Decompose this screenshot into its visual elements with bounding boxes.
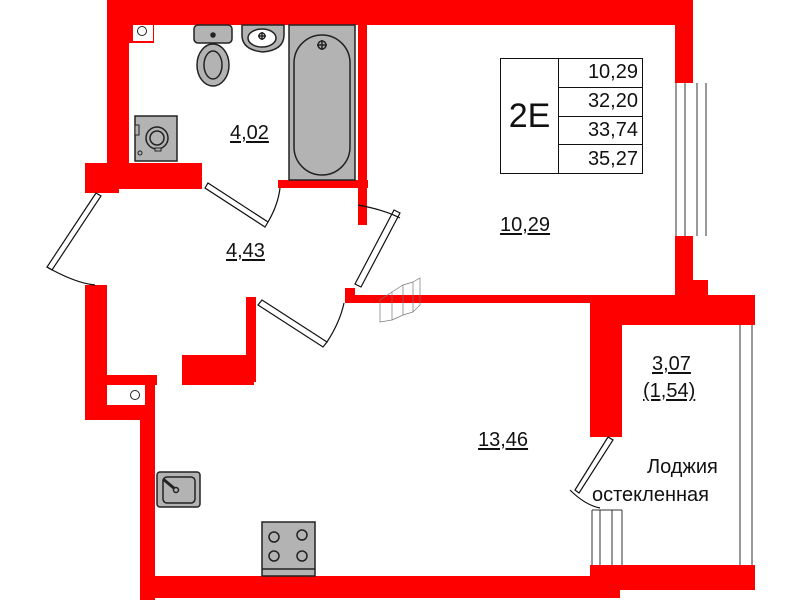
summary-value: 10,29 [559, 59, 642, 88]
summary-value: 33,74 [559, 117, 642, 146]
room-area-kitchen-living: 13,46 [478, 429, 529, 451]
room-area-bathroom: 4,02 [230, 122, 269, 144]
radiator [379, 277, 421, 323]
ventilation-shaft-icon [133, 25, 153, 41]
summary-value: 32,20 [559, 88, 642, 117]
apartment-code: 2E [501, 59, 559, 173]
area-values: 10,29 32,20 33,74 35,27 [559, 59, 642, 173]
toilet-icon [193, 24, 233, 87]
summary-value: 35,27 [587, 147, 638, 170]
washing-machine-icon [134, 115, 178, 162]
room-area-bedroom: 10,29 [500, 214, 551, 236]
kitchen-sink-icon [156, 471, 201, 508]
apartment-summary-table: 2E 10,29 32,20 33,74 35,27 [500, 58, 643, 174]
doors [46, 182, 614, 509]
walls [85, 0, 755, 600]
washbasin-icon [241, 24, 285, 53]
bathtub-icon [288, 24, 356, 181]
room-area-loggia-reduced: (1,54) [643, 380, 696, 402]
room-area-hallway: 4,43 [226, 240, 265, 262]
room-name-loggia-line2: остекленная [592, 484, 709, 506]
windows [591, 83, 753, 565]
stove-icon [261, 521, 316, 577]
room-area-loggia: 3,07 [652, 353, 691, 375]
room-name-loggia-line1: Лоджия [647, 456, 718, 478]
ventilation-shaft-icon [107, 385, 145, 405]
